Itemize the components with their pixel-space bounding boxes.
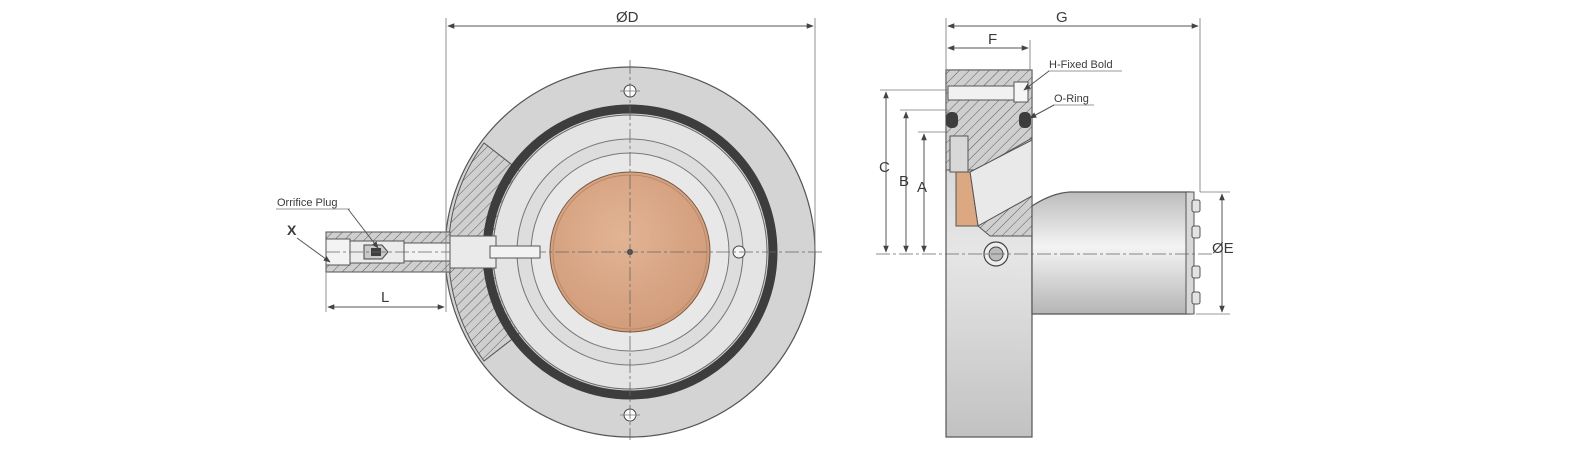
dim-l-label: L [381, 289, 389, 306]
o-ring-leader [1029, 104, 1055, 119]
dim-c: C [879, 89, 948, 253]
dim-l: L [325, 252, 447, 312]
dim-f: F [947, 31, 1031, 70]
dim-a: A [917, 131, 948, 253]
x-marker-label: X [287, 222, 297, 238]
dim-e: ØE [1196, 191, 1234, 315]
cap-bolt-3 [1191, 265, 1201, 279]
cap-bolt-1 [1191, 199, 1201, 213]
dim-e-label: ØE [1212, 240, 1234, 257]
cap-bolt-4 [1191, 291, 1201, 305]
dim-a-label: A [917, 179, 927, 196]
side-view: G F C B A ØE [876, 9, 1234, 438]
dim-d: ØD [445, 9, 816, 252]
side-cylinder-cap [1185, 191, 1195, 315]
side-inner-step [949, 135, 969, 173]
side-o-ring-left [946, 112, 958, 128]
side-bolt-head [1013, 81, 1029, 103]
dim-g: G [945, 9, 1201, 192]
side-cylinder [1031, 191, 1191, 315]
dim-d-label: ØD [616, 9, 639, 26]
dim-c-label: C [879, 159, 890, 176]
dim-f-label: F [988, 31, 997, 48]
plug-bore [447, 235, 541, 269]
dim-b: B [899, 109, 948, 253]
orifice-plug [325, 231, 451, 273]
dim-b-label: B [899, 173, 909, 190]
fixed-bolt-leader [1023, 70, 1050, 91]
front-view: X Orrifice Plug L ØD [276, 9, 822, 440]
dim-g-label: G [1056, 9, 1068, 26]
fixed-bolt-label: H-Fixed Bold [1049, 59, 1113, 71]
side-o-ring-right [1019, 112, 1031, 128]
orifice-plug-label: Orrifice Plug [277, 197, 338, 209]
orifice-plug-leader [347, 208, 379, 249]
x-marker-leader [296, 237, 331, 263]
cap-bolt-2 [1191, 225, 1201, 239]
o-ring-label: O-Ring [1054, 93, 1089, 105]
side-bolt-channel [947, 85, 1021, 101]
